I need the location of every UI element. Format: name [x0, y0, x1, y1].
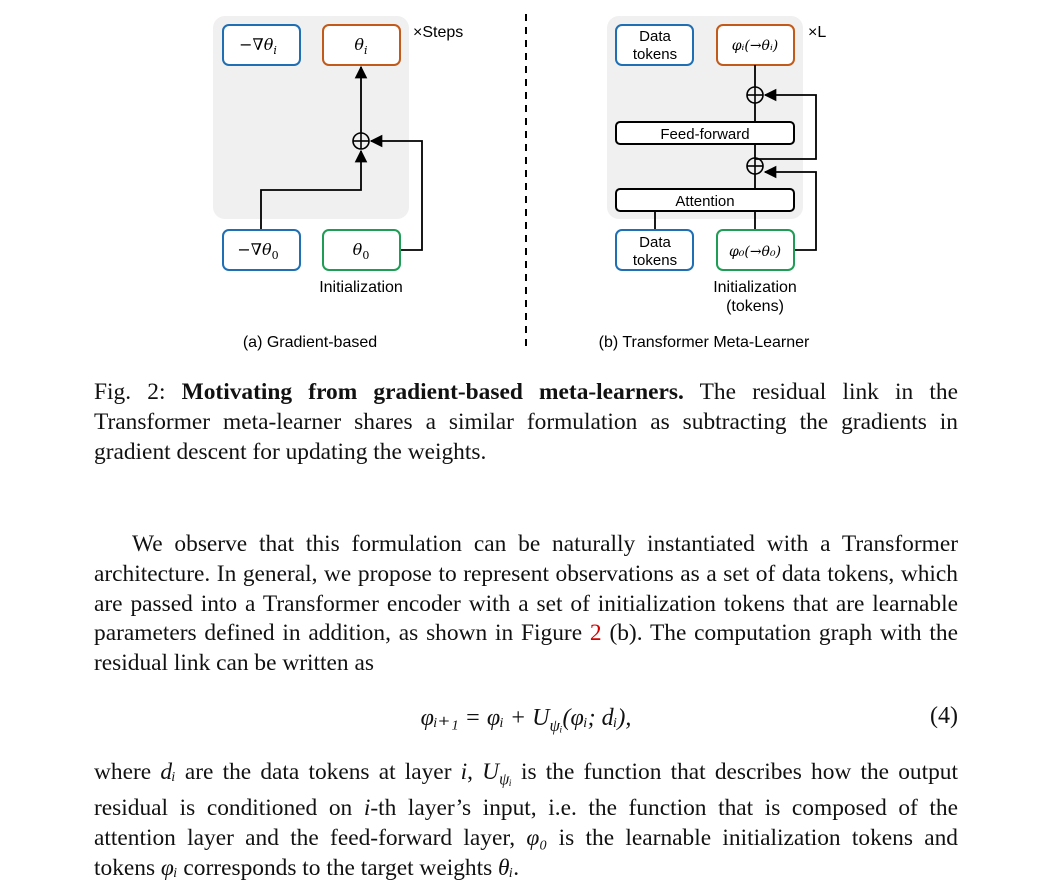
caption-title: Motivating from gradient-based meta-lear…: [181, 379, 684, 405]
equation-number: (4): [930, 703, 958, 729]
steps-label: ×Steps: [413, 24, 463, 41]
attention-label: Attention: [675, 193, 734, 210]
equation-4: φᵢ₊₁ = φᵢ + Uψᵢ(φᵢ; dᵢ), (4): [94, 703, 958, 735]
initialization-tokens-line1: Initialization: [713, 279, 797, 296]
grad-theta-0-label: −∇θ0: [237, 240, 278, 262]
feedforward-label: Feed-forward: [660, 126, 749, 143]
figure-2: −∇θi θi ×Steps −∇θ0 θ0 Initialization (a…: [213, 14, 826, 352]
figure-caption: Fig. 2: Motivating from gradient-based m…: [94, 378, 958, 467]
subcaption-b: (b) Transformer Meta-Learner: [599, 334, 810, 351]
paragraph-2: where dᵢ are the data tokens at layer i,…: [94, 759, 959, 882]
panel-gradient-based: −∇θi θi ×Steps −∇θ0 θ0 Initialization (a…: [213, 16, 463, 351]
theta-0-label: θ0: [353, 240, 370, 262]
caption-body: The residual link in the Transformer met…: [94, 379, 958, 465]
paragraph-1-text-b: (b). The computation graph with the resi…: [94, 620, 958, 677]
grad-theta-0-box: [222, 229, 301, 271]
theta-i-box: [322, 24, 401, 66]
paragraph-1: We observe that this formulation can be …: [94, 530, 958, 679]
grad-theta-i-label: −∇θi: [239, 35, 277, 57]
data-tokens-bottom-line1: Data: [639, 234, 671, 251]
feedforward-box: [615, 121, 795, 145]
attention-box: [615, 188, 795, 212]
data-tokens-bottom-box: [615, 229, 694, 271]
figure-reference-link[interactable]: 2: [589, 620, 602, 647]
initialization-label: Initialization: [319, 279, 403, 296]
layers-label: ×L: [808, 24, 826, 41]
phi-i-label: φᵢ(→θᵢ): [732, 38, 779, 54]
theta-i-label: θi: [354, 35, 367, 57]
theta-0-box: [322, 229, 401, 271]
gray-background: [607, 16, 803, 219]
data-tokens-top-box: [615, 24, 694, 66]
subcaption-a: (a) Gradient-based: [243, 334, 377, 351]
grad-theta-i-box: [222, 24, 301, 66]
phi-0-label: φ₀(→θ₀): [729, 244, 781, 260]
data-tokens-top-line1: Data: [639, 28, 671, 45]
data-tokens-top-line2: tokens: [633, 46, 677, 63]
phi-0-box: [716, 229, 795, 271]
equation-body: φᵢ₊₁ = φᵢ + Uψᵢ(φᵢ; dᵢ),: [420, 705, 632, 735]
paragraph-1-text-a: We observe that this formulation can be …: [94, 531, 958, 647]
data-tokens-bottom-line2: tokens: [633, 252, 677, 269]
caption-prefix: Fig. 2:: [94, 379, 182, 405]
initialization-tokens-line2: (tokens): [726, 298, 784, 315]
panel-transformer-meta-learner: Data tokens φᵢ(→θᵢ) ×L Feed-forward Atte…: [599, 16, 826, 351]
